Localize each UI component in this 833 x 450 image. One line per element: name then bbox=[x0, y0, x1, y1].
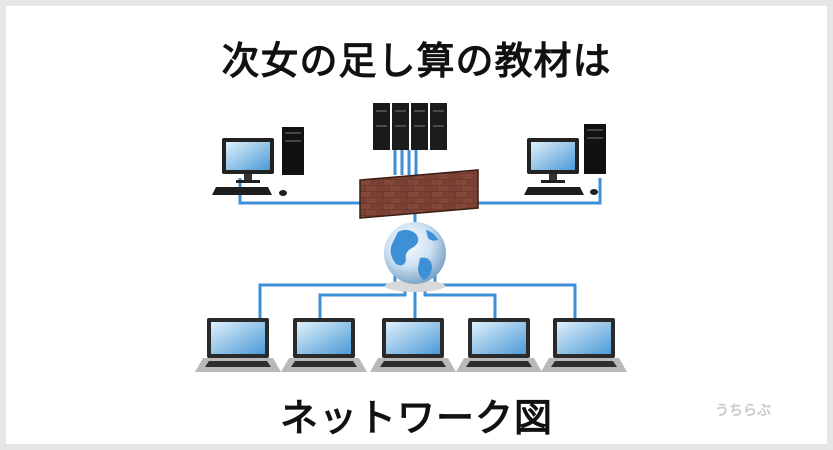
desktop-computer-right-icon bbox=[524, 124, 606, 195]
laptop-icon bbox=[370, 318, 456, 372]
site-watermark: うちらぶ bbox=[715, 403, 771, 419]
laptop-icon bbox=[541, 318, 627, 372]
laptop-icon bbox=[456, 318, 542, 372]
diagram-caption: ネットワーク図 bbox=[279, 396, 553, 440]
server-rack-icon bbox=[373, 103, 447, 150]
desktop-computer-left-icon bbox=[212, 127, 304, 196]
globe-icon bbox=[384, 222, 446, 292]
laptop-icon bbox=[281, 318, 367, 372]
firewall-icon bbox=[359, 169, 479, 219]
page-title: 次女の足し算の教材は bbox=[221, 39, 612, 83]
laptop-icon bbox=[195, 318, 281, 372]
